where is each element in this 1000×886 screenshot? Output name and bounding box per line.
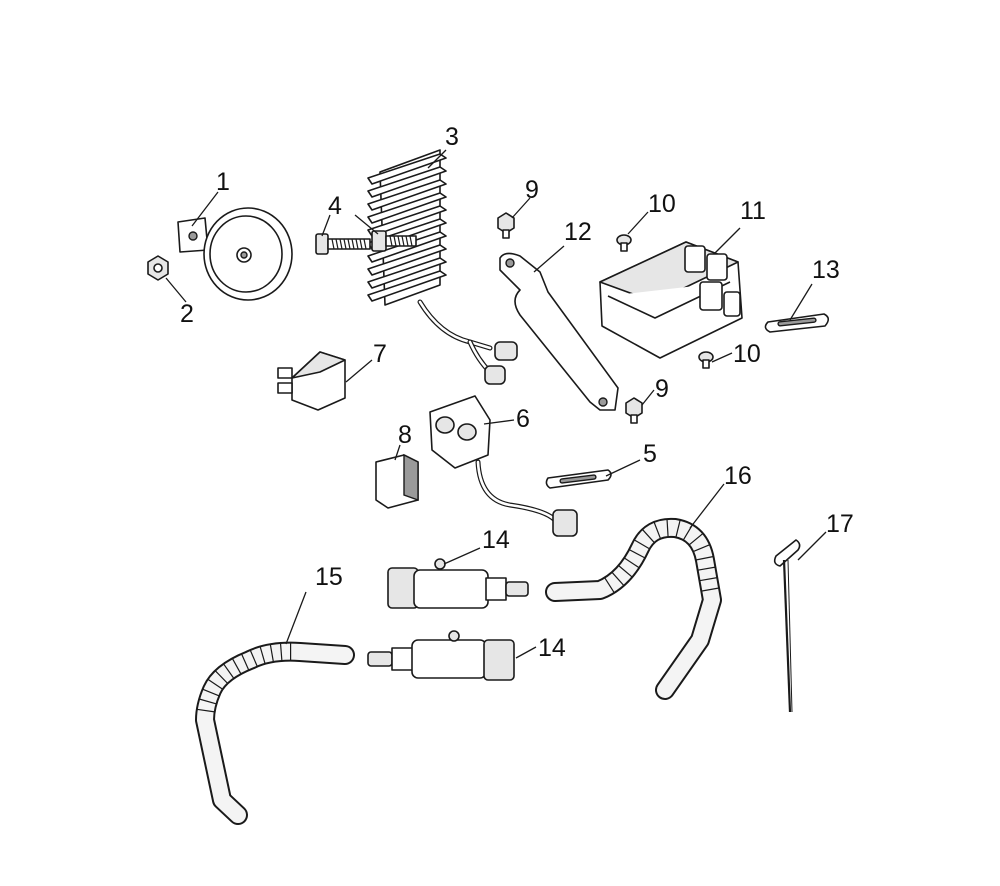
callout-5: 5	[643, 440, 657, 468]
callout-8: 8	[398, 421, 412, 449]
part-hose-right	[545, 517, 722, 700]
part-nut	[147, 255, 169, 281]
part-bracket-long	[499, 252, 619, 411]
part-cable-tie	[773, 539, 801, 713]
callout-10-lower: 10	[733, 340, 761, 368]
callout-9-lower: 9	[655, 375, 669, 403]
part-relay	[277, 351, 346, 411]
part-strap-bracket	[764, 313, 830, 333]
part-bolt-9b	[625, 397, 643, 424]
part-regulator-rectifier	[367, 149, 518, 385]
callout-2: 2	[180, 300, 194, 328]
callout-9-upper: 9	[525, 176, 539, 204]
callout-14-upper: 14	[482, 526, 510, 554]
heatsink-fin	[367, 205, 447, 237]
callout-1: 1	[216, 168, 230, 196]
callout-4: 4	[328, 192, 342, 220]
callout-12: 12	[564, 218, 592, 246]
heatsink-fin	[367, 153, 447, 185]
callout-labels: 1 2 3 4 5 6 7 8 9 9 10 10 11 12 13 14 14…	[180, 123, 854, 662]
part-screw-10b	[698, 351, 714, 369]
heatsink-fin	[367, 244, 447, 276]
callout-14-lower: 14	[538, 634, 566, 662]
heatsink-fin	[367, 192, 447, 224]
part-bolts	[315, 230, 417, 255]
part-starter-relay	[429, 395, 578, 537]
callout-3: 3	[445, 123, 459, 151]
callout-10-upper: 10	[648, 190, 676, 218]
part-bolt-9a	[497, 212, 515, 239]
part-bracket-small	[545, 469, 612, 489]
leader-lines	[165, 149, 827, 659]
callout-13: 13	[812, 256, 840, 284]
part-ecu	[599, 241, 743, 359]
part-horn	[177, 207, 293, 301]
callout-11: 11	[740, 197, 766, 225]
part-screw-10a	[616, 234, 632, 252]
part-fuse	[375, 453, 419, 509]
heatsink-fin	[367, 179, 447, 211]
part-injector-lower	[367, 630, 515, 681]
heatsink-fin	[367, 270, 447, 302]
callout-17: 17	[826, 510, 854, 538]
callout-15: 15	[315, 563, 343, 591]
heatsink-fin	[367, 166, 447, 198]
heatsink-fin	[367, 257, 447, 289]
callout-7: 7	[373, 340, 387, 368]
part-injector-upper	[387, 558, 529, 609]
part-hose-left	[195, 641, 355, 825]
callout-6: 6	[516, 405, 530, 433]
callout-16: 16	[724, 462, 752, 490]
